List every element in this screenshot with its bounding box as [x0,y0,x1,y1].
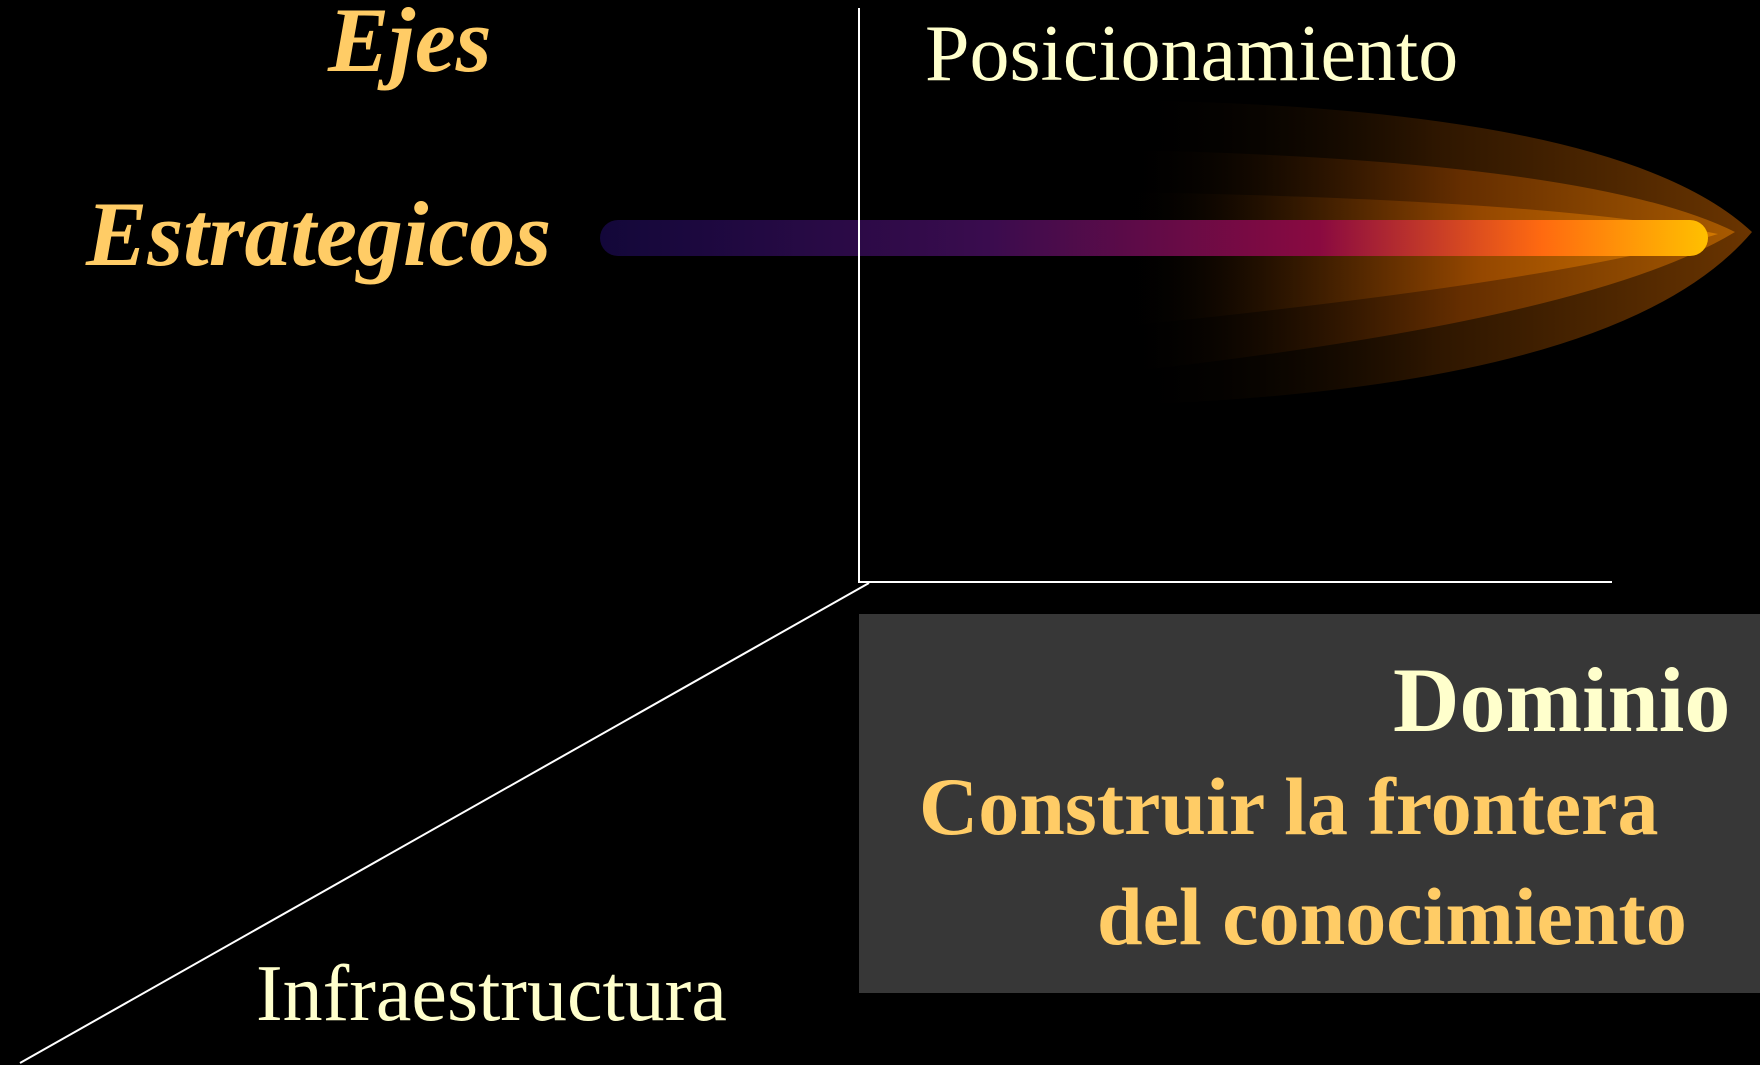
comet-tail [600,220,1708,256]
box-title: Dominio [1393,649,1731,751]
box-subtitle-line-2: del conocimiento [1097,871,1687,962]
title-line-2: Estrategicos [86,183,552,285]
box-subtitle-line-1: Construir la frontera [919,761,1659,852]
depth-axis-label: Infraestructura [256,950,727,1038]
title-line-1: Ejes [328,0,492,91]
depth-axis [19,582,870,1064]
dominio-box: Dominio Construir la frontera del conoci… [859,614,1760,993]
vertical-axis-label: Posicionamiento [925,10,1459,98]
